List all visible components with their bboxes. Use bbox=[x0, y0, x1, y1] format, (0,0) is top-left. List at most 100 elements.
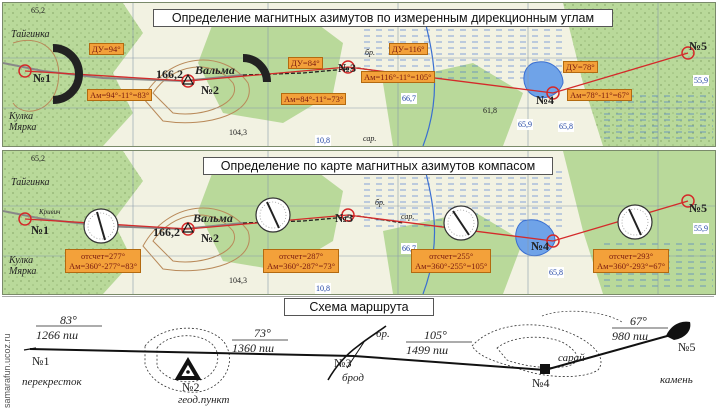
point-1-marker bbox=[18, 212, 32, 226]
label-height-659: 65,9 bbox=[517, 119, 533, 130]
geodetic-point-icon bbox=[181, 73, 195, 85]
label-point-5: №5 bbox=[689, 201, 708, 215]
label-height-658: 65,8 bbox=[548, 267, 564, 278]
shed-icon bbox=[540, 364, 550, 374]
box-du-1: ДУ=94° bbox=[89, 43, 124, 55]
label-point-4: №4 bbox=[536, 93, 555, 107]
azimuth-2: Ам=360°-287°=73° bbox=[267, 261, 336, 271]
stone-icon bbox=[666, 321, 691, 340]
compass-icon bbox=[83, 197, 653, 244]
label-kulka-myarka: Кулка Мярка bbox=[9, 111, 37, 133]
label-height-658: 65,8 bbox=[558, 121, 574, 132]
label-point-2: №2 bbox=[201, 231, 220, 245]
label-br: бр. bbox=[375, 198, 386, 207]
label-point-3: №3 bbox=[335, 211, 354, 225]
panel-title: Определение магнитных азимутов по измере… bbox=[153, 9, 613, 27]
route-segment-4-5 bbox=[544, 332, 679, 371]
route-schema: Схема маршрута 83° 1266 пш 73° 1360 пш 1… bbox=[2, 296, 714, 412]
point-4-marker bbox=[546, 86, 560, 100]
box-am-3: Ам=116°-11°=105° bbox=[361, 71, 435, 83]
box-du-3: ДУ=116° bbox=[389, 43, 428, 55]
segment-1-azimuth: 83° bbox=[60, 313, 77, 327]
schema-point-5-desc: камень bbox=[660, 374, 693, 386]
label-kulka-myarka: Кулка Мярка bbox=[9, 255, 37, 277]
label-taiginka: Тайгинка bbox=[11, 29, 50, 40]
schema-point-1-desc: перекресток bbox=[22, 376, 82, 388]
point-5-marker bbox=[681, 46, 695, 60]
label-valma: Вальма bbox=[195, 63, 235, 77]
protractor-icon bbox=[52, 44, 271, 104]
label-point-3: №3 bbox=[338, 61, 357, 75]
point-1-marker bbox=[18, 64, 32, 78]
label-height-652: 65,2 bbox=[31, 154, 45, 163]
label-valma: Вальма bbox=[193, 211, 233, 225]
label-point-2: №2 bbox=[201, 83, 220, 97]
box-du-2: ДУ=84° bbox=[288, 57, 323, 69]
geodetic-point-icon bbox=[181, 221, 195, 233]
point-3-marker bbox=[341, 60, 355, 74]
reading-4: отсчет=293° bbox=[608, 251, 654, 261]
point-5-marker bbox=[681, 194, 695, 208]
label-height-1043: 104,3 bbox=[229, 276, 247, 285]
box-compass-3: отсчет=255° Ам=360°-255°=105° bbox=[411, 249, 492, 273]
route-segment-1-2-3 bbox=[29, 348, 355, 357]
reading-3: отсчет=255° bbox=[429, 251, 474, 261]
azimuth-3: Ам=360°-255°=105° bbox=[415, 261, 488, 271]
geodetic-point-icon bbox=[174, 357, 202, 380]
schema-point-2: №2 bbox=[182, 380, 200, 394]
map-panel-compass-azimuths: Определение по карте магнитных азимутов … bbox=[2, 150, 716, 295]
label-br: бр. bbox=[365, 48, 376, 57]
route-line bbox=[24, 200, 689, 242]
label-height-1088: 10,8 bbox=[315, 135, 331, 146]
point-4-marker bbox=[546, 234, 560, 248]
route-segment-3-4 bbox=[353, 355, 546, 371]
segment-2-azimuth: 73° bbox=[254, 326, 271, 340]
label-point-5: №5 bbox=[689, 39, 708, 53]
label-height-1088: 10,8 bbox=[315, 283, 331, 294]
label-point-4: №4 bbox=[531, 239, 550, 253]
map-panel-directional-angles: Определение магнитных азимутов по измере… bbox=[2, 2, 716, 147]
segment-4-azimuth: 67° bbox=[630, 314, 647, 328]
label-point-1: №1 bbox=[31, 223, 50, 237]
point-3-marker bbox=[341, 208, 355, 222]
box-du-4: ДУ=78° bbox=[563, 61, 598, 73]
box-am-2: Ам=84°-11°=73° bbox=[281, 93, 347, 105]
box-compass-4: отсчет=293° Ам=360°-293°=67° bbox=[593, 249, 670, 273]
label-taiginka: Тайгинка bbox=[11, 177, 50, 188]
label-krivich: Кривич bbox=[39, 208, 61, 216]
schema-point-1: №1 bbox=[32, 354, 50, 368]
panel-title: Определение по карте магнитных азимутов … bbox=[203, 157, 553, 175]
label-height-667: 66,7 bbox=[401, 93, 417, 104]
box-am-4: Ам=78°-11°=67° bbox=[567, 89, 633, 101]
label-height-1662: 166,2 bbox=[156, 67, 183, 81]
schema-sarai-label: сарай bbox=[558, 352, 585, 364]
watermark: samarafun.ucoz.ru bbox=[0, 300, 14, 410]
schema-point-2-desc: геод.пункт bbox=[178, 394, 230, 406]
label-height-559: 55,9 bbox=[693, 75, 709, 86]
label-height-1662: 166,2 bbox=[153, 225, 180, 239]
box-compass-1: отсчет=277° Ам=360°-277°=83° bbox=[65, 249, 142, 273]
schema-br-label: бр. bbox=[376, 328, 390, 340]
schema-point-5: №5 bbox=[678, 340, 696, 354]
schema-point-3-desc: брод bbox=[342, 372, 364, 384]
label-sar: сар. bbox=[363, 134, 377, 143]
label-point-1: №1 bbox=[33, 71, 52, 85]
azimuth-1: Ам=360°-277°=83° bbox=[69, 261, 138, 271]
schema-title: Схема маршрута bbox=[284, 298, 434, 316]
schema-point-4: №4 bbox=[532, 376, 550, 390]
segment-2-distance: 1360 пш bbox=[232, 341, 275, 355]
box-am-1: Ам=94°-11°=83° bbox=[87, 89, 153, 101]
watermark-text: samarafun.ucoz.ru bbox=[2, 333, 12, 408]
segment-4-distance: 980 пш bbox=[612, 329, 649, 343]
route-schema-drawing bbox=[2, 296, 714, 393]
reading-2: отсчет=287° bbox=[278, 251, 324, 261]
box-compass-2: отсчет=287° Ам=360°-287°=73° bbox=[263, 249, 340, 273]
label-height-667: 66,7 bbox=[401, 243, 417, 254]
segment-1-distance: 1266 пш bbox=[36, 328, 79, 342]
route-line bbox=[24, 52, 689, 94]
azimuth-4: Ам=360°-293°=67° bbox=[597, 261, 666, 271]
segment-3-azimuth: 105° bbox=[424, 328, 447, 342]
label-height-652: 65,2 bbox=[31, 6, 45, 15]
reading-1: отсчет=277° bbox=[80, 251, 126, 261]
label-height-618: 61,8 bbox=[483, 106, 497, 115]
